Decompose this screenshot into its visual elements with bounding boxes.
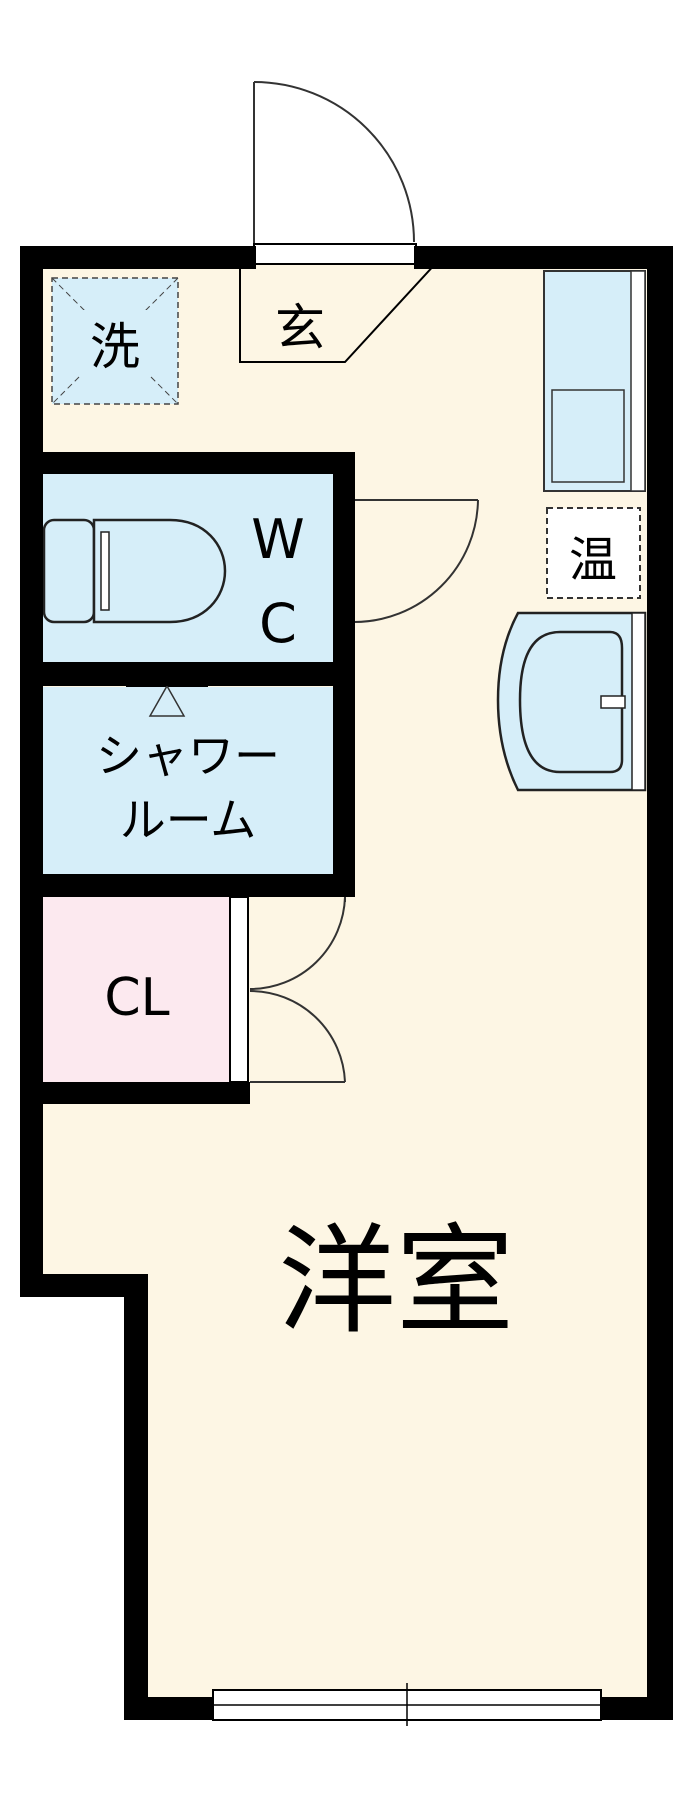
shower-label-2: ルーム	[120, 793, 257, 847]
water-heater: 温	[546, 507, 641, 599]
wc-label-c: C	[259, 592, 297, 655]
washer-space: 洗	[51, 277, 179, 405]
window	[212, 1683, 602, 1726]
toilet-icon	[42, 518, 227, 624]
water-heater-label: 温	[569, 532, 617, 588]
shower-label-1: シャワー	[96, 729, 280, 783]
western-room-label: 洋室	[278, 1212, 514, 1350]
kitchen-counter	[543, 270, 646, 492]
entrance-door	[253, 81, 417, 265]
closet-label: CL	[104, 968, 169, 1028]
washbasin-icon	[496, 611, 647, 792]
entrance-label: 玄	[275, 299, 325, 357]
walls	[20, 246, 673, 1720]
wc-room: W C	[42, 474, 333, 662]
washer-label: 洗	[90, 318, 140, 376]
shower-room: シャワー ルーム	[43, 665, 333, 874]
wc-label-w: W	[251, 508, 304, 571]
